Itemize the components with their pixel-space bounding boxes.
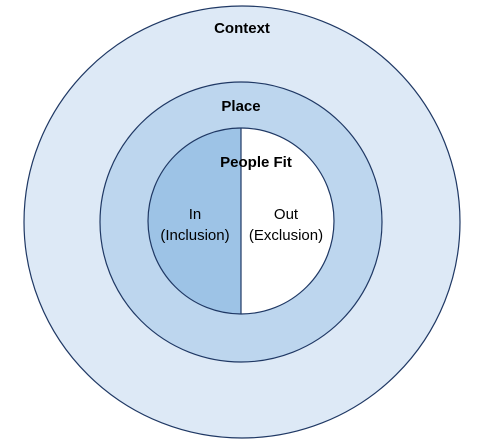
place-label: Place [221, 98, 260, 115]
exclusion-half [241, 128, 334, 314]
context-label: Context [214, 20, 270, 37]
exclusion-label-line2: (Exclusion) [249, 227, 323, 244]
inclusion-label-line1: In [189, 206, 202, 223]
inclusion-label-line2: (Inclusion) [160, 227, 229, 244]
people-fit-label: People Fit [220, 154, 292, 171]
inclusion-half [148, 128, 241, 314]
exclusion-label-line1: Out [274, 206, 299, 223]
